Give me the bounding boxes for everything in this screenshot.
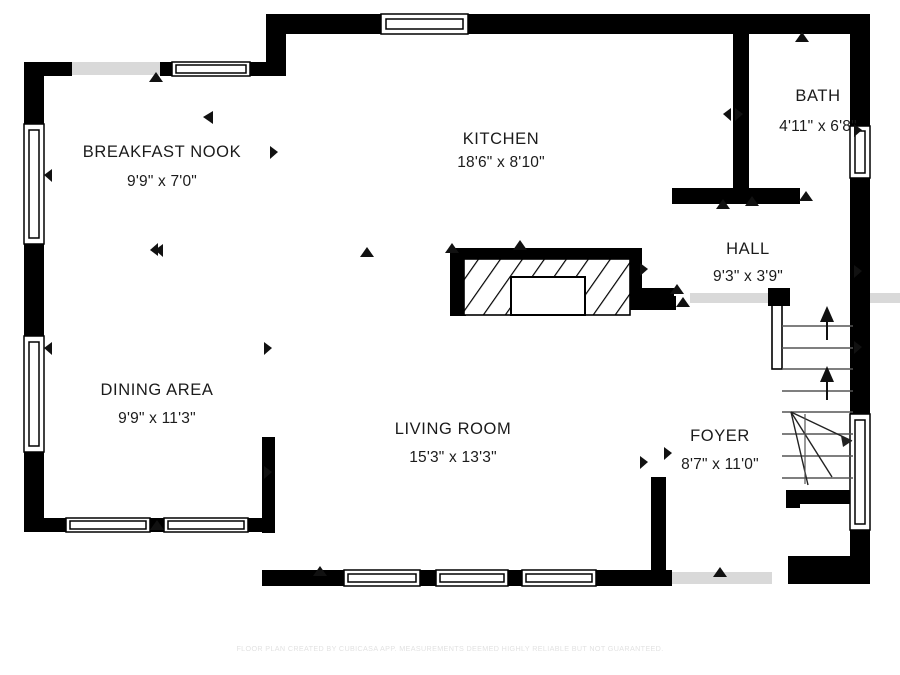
- room-dims-living-room: 15'3" x 13'3": [409, 449, 497, 466]
- room-dims-dining-area: 9'9" x 11'3": [118, 410, 196, 427]
- window-left-lower: [23, 335, 45, 453]
- kitchen-island: [463, 258, 631, 316]
- door-marker-group: [44, 32, 862, 577]
- room-dims-kitchen: 18'6" x 8'10": [457, 154, 545, 171]
- room-dims-bath: 4'11" x 6'8": [779, 118, 857, 135]
- window-stair-east: [849, 413, 871, 531]
- room-label-dining-area: DINING AREA 9'9" x 11'3": [101, 381, 214, 427]
- room-name-breakfast-nook: BREAKFAST NOOK: [83, 143, 241, 161]
- room-name-kitchen: KITCHEN: [463, 130, 540, 148]
- window-bath-east: [849, 125, 871, 179]
- room-name-bath: BATH: [795, 87, 840, 105]
- room-name-dining-area: DINING AREA: [101, 381, 214, 399]
- room-dims-foyer: 8'7" x 11'0": [681, 456, 759, 473]
- window-nook-north: [171, 61, 251, 77]
- room-name-foyer: FOYER: [690, 427, 750, 445]
- window-left-upper: [23, 123, 45, 245]
- room-label-living-room: LIVING ROOM 15'3" x 13'3": [395, 420, 512, 466]
- window-bottom-left-1: [65, 517, 151, 533]
- room-name-hall: HALL: [726, 240, 770, 258]
- room-dims-breakfast-nook: 9'9" x 7'0": [127, 173, 197, 190]
- room-label-bath: BATH 4'11" x 6'8": [779, 87, 857, 135]
- room-label-kitchen: KITCHEN 18'6" x 8'10": [457, 130, 545, 171]
- window-bottom-3: [521, 569, 597, 587]
- window-group: [23, 13, 871, 587]
- staircase: [768, 296, 853, 486]
- room-dims-hall: 9'3" x 3'9": [713, 268, 783, 285]
- footer-disclaimer: FLOOR PLAN CREATED BY CUBICASA APP. MEAS…: [236, 644, 664, 653]
- window-bottom-1: [343, 569, 421, 587]
- room-label-breakfast-nook: BREAKFAST NOOK 9'9" x 7'0": [83, 143, 241, 190]
- room-name-living-room: LIVING ROOM: [395, 420, 512, 438]
- window-bottom-2: [435, 569, 509, 587]
- room-label-foyer: FOYER 8'7" x 11'0": [681, 427, 759, 473]
- window-kitchen-north: [380, 13, 469, 35]
- room-label-hall: HALL 9'3" x 3'9": [713, 240, 783, 285]
- window-bottom-left-2: [163, 517, 249, 533]
